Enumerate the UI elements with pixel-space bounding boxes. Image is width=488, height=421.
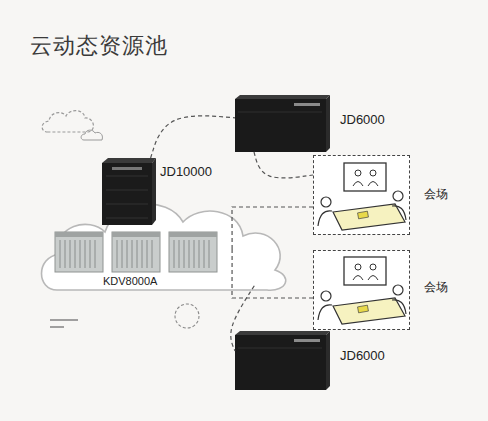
chassis-body <box>112 232 160 272</box>
node-label: JD10000 <box>160 164 212 179</box>
person-head <box>355 264 361 270</box>
tower-server <box>102 158 156 225</box>
person-body <box>353 276 363 281</box>
chassis-body <box>169 232 217 272</box>
decor-line <box>50 319 78 320</box>
chassis-top <box>112 232 160 237</box>
chassis-unit <box>169 232 217 272</box>
server-top <box>102 158 156 163</box>
node-label: 会场 <box>424 280 448 295</box>
server-grille <box>106 190 148 191</box>
server-node: JD6000 <box>235 330 330 390</box>
server-grille <box>238 112 322 113</box>
server-box <box>235 95 330 152</box>
cloud-outline <box>35 180 290 295</box>
person-body <box>368 182 378 187</box>
server-body <box>235 99 326 152</box>
paper <box>358 211 369 219</box>
dashed-connector <box>232 207 313 249</box>
person-body <box>392 300 406 314</box>
server-grille <box>106 176 148 177</box>
meeting-scene <box>318 257 406 324</box>
server-top <box>235 331 330 335</box>
venue-box: 会场 <box>313 250 410 330</box>
chassis-slots <box>60 240 95 268</box>
person-body <box>318 211 332 226</box>
cloud-pool: JD10000KDV8000A <box>35 180 290 295</box>
diagram-title: 云动态资源池 <box>30 31 168 61</box>
person-head <box>355 170 361 176</box>
chassis-slots <box>117 240 152 268</box>
person-body <box>392 206 406 220</box>
screen <box>344 163 386 191</box>
screen <box>344 257 386 285</box>
small-cloud <box>81 130 102 140</box>
table <box>333 204 405 230</box>
server-side <box>326 331 330 390</box>
person-body <box>318 305 332 320</box>
server-body <box>102 163 152 225</box>
person-body <box>353 182 363 187</box>
person-head <box>321 291 331 301</box>
server-body <box>235 335 326 390</box>
person-head <box>393 285 403 295</box>
paper <box>358 305 369 313</box>
node-label: 会场 <box>424 187 448 202</box>
small-cloud <box>42 111 93 132</box>
person-head <box>393 191 403 201</box>
server-grille <box>106 204 148 205</box>
venue-box: 会场 <box>313 155 410 235</box>
server-side <box>326 95 330 152</box>
dashed-connector <box>151 116 235 158</box>
chassis-unit <box>55 232 103 272</box>
table <box>333 298 405 324</box>
server-grille <box>106 218 148 219</box>
server-box <box>235 331 330 390</box>
chassis-body <box>55 232 103 272</box>
server-logo <box>112 167 142 170</box>
cloud-shape <box>42 204 286 290</box>
node-label: JD6000 <box>340 348 385 363</box>
chassis-unit <box>112 232 160 272</box>
person-head <box>370 170 376 176</box>
node-label: JD6000 <box>340 112 385 127</box>
dashed-connector <box>231 286 255 351</box>
person-head <box>321 197 331 207</box>
decor-circle <box>175 304 199 328</box>
server-top <box>235 95 330 99</box>
person-head <box>370 264 376 270</box>
server-logo <box>294 103 320 106</box>
server-side <box>152 158 156 225</box>
server-grille <box>238 348 322 349</box>
chassis-slots <box>174 240 209 268</box>
dashed-connector <box>232 249 313 298</box>
chassis-top <box>55 232 103 237</box>
decor-line <box>50 326 64 327</box>
chassis-top <box>169 232 217 237</box>
node-label: KDV8000A <box>103 274 157 289</box>
dashed-connector <box>254 152 313 178</box>
server-logo <box>294 339 320 342</box>
server-node: JD6000 <box>235 95 330 152</box>
meeting-scene <box>318 163 406 230</box>
person-body <box>368 276 378 281</box>
